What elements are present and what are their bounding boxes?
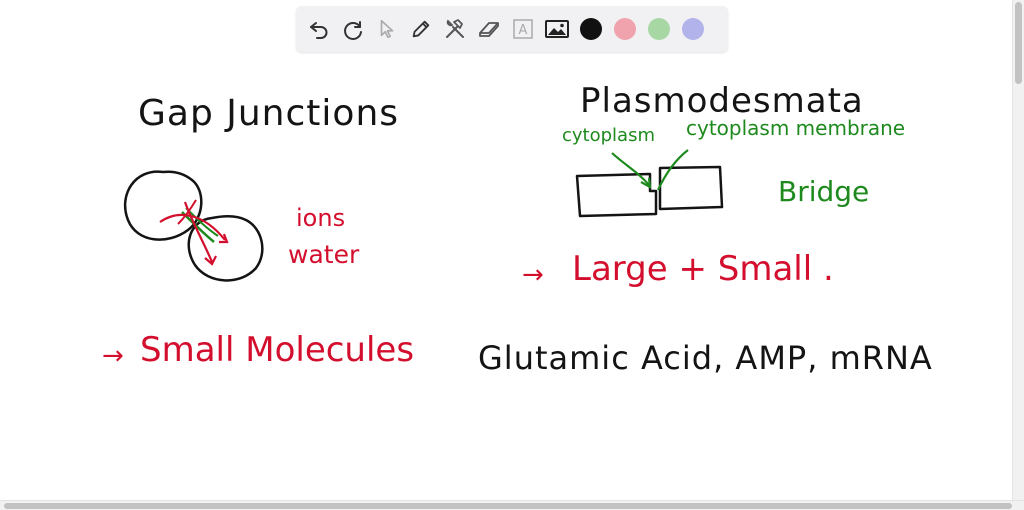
plant-cell-left xyxy=(575,172,658,218)
cell-left-outline xyxy=(123,170,203,241)
color-swatch-pink[interactable] xyxy=(608,12,642,46)
gap-channel-green-1 xyxy=(181,211,215,243)
small-molecules-label: Small Molecules xyxy=(140,330,415,370)
cytoplasm-pointer-head xyxy=(640,177,652,189)
color-swatch-green[interactable] xyxy=(642,12,676,46)
undo-icon xyxy=(310,22,328,39)
tools-button[interactable] xyxy=(438,12,472,46)
sketch-layer xyxy=(123,149,724,282)
gap-arrow-red-3 xyxy=(177,199,197,225)
membrane-pointer xyxy=(657,149,689,191)
whiteboard-canvas[interactable]: Gap Junctions ions water → Small Molecul… xyxy=(0,0,1012,500)
water-label: water xyxy=(288,240,360,269)
gap-arrow-red-2 xyxy=(183,201,214,263)
gap-arrow-red-1-head xyxy=(219,233,229,244)
cell-right-outline xyxy=(187,215,264,282)
vertical-scroll-thumb[interactable] xyxy=(1015,2,1022,84)
swatch-green xyxy=(648,18,670,40)
color-swatch-lavender[interactable] xyxy=(676,12,710,46)
swatch-pink xyxy=(614,18,636,40)
pen-tool-button[interactable] xyxy=(404,12,438,46)
horizontal-scrollbar[interactable] xyxy=(0,500,1024,510)
plasmodesmata-title: Plasmodesmata xyxy=(580,81,864,121)
image-tool-button[interactable] xyxy=(540,12,574,46)
pencil-icon xyxy=(412,20,430,38)
text-box-icon: A xyxy=(513,19,533,39)
swatch-lavender xyxy=(682,18,704,40)
redo-button[interactable] xyxy=(336,12,370,46)
cursor-icon xyxy=(380,19,394,39)
hammer-wrench-icon xyxy=(446,19,464,38)
gap-channel-green-2 xyxy=(185,207,219,237)
horizontal-scroll-thumb[interactable] xyxy=(4,503,1012,509)
color-swatch-black[interactable] xyxy=(574,12,608,46)
bridge-label: Bridge xyxy=(778,175,870,208)
plant-cell-right xyxy=(658,165,724,211)
gap-arrow-red-2-head xyxy=(204,255,217,266)
cytoplasm-pointer xyxy=(611,152,651,187)
image-icon xyxy=(545,20,569,38)
vertical-scrollbar[interactable] xyxy=(1012,0,1024,500)
cytoplasm-membrane-label: cytoplasm membrane xyxy=(686,116,906,140)
eraser-icon xyxy=(479,22,499,37)
gap-arrow-red-1 xyxy=(159,213,226,241)
gap-junctions-title: Gap Junctions xyxy=(138,93,400,134)
cytoplasm-label: cytoplasm xyxy=(562,125,655,146)
left-arrow: → xyxy=(102,341,124,371)
right-arrow: → xyxy=(522,260,544,290)
large-small-label: Large + Small . xyxy=(572,249,834,289)
redo-icon xyxy=(344,21,362,40)
undo-button[interactable] xyxy=(302,12,336,46)
select-tool-button[interactable] xyxy=(370,12,404,46)
examples-label: Glutamic Acid, AMP, mRNA xyxy=(478,339,933,377)
text-tool-button[interactable]: A xyxy=(506,12,540,46)
drawing-toolbar: A xyxy=(296,6,728,52)
swatch-black xyxy=(580,18,602,40)
text-tool-letter: A xyxy=(519,23,528,38)
ions-label: ions xyxy=(296,204,346,232)
eraser-tool-button[interactable] xyxy=(472,12,506,46)
